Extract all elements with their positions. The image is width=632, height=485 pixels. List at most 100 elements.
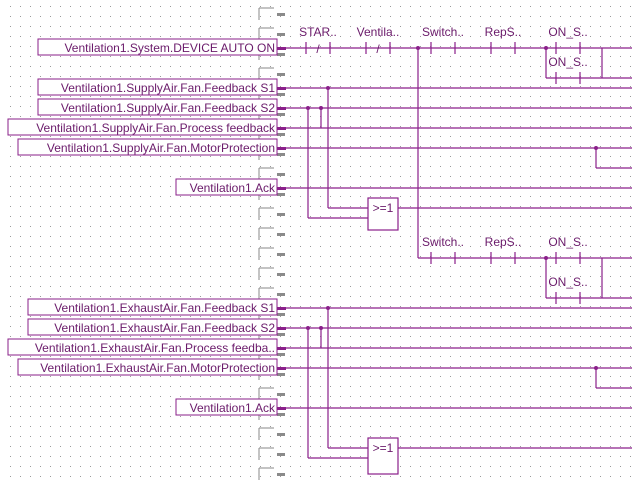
grid-dot <box>370 276 371 277</box>
grid-dot <box>330 176 331 177</box>
grid-dot <box>350 6 351 7</box>
grid-dot <box>340 66 341 67</box>
grid-dot <box>90 456 91 457</box>
grid-dot <box>520 316 521 317</box>
grid-dot <box>250 66 251 67</box>
grid-dot <box>560 36 561 37</box>
grid-dot <box>590 16 591 17</box>
grid-dot <box>250 356 251 357</box>
grid-dot <box>520 306 521 307</box>
grid-dot <box>230 176 231 177</box>
grid-dot <box>210 416 211 417</box>
grid-dot <box>310 156 311 157</box>
grid-dot <box>260 16 261 17</box>
grid-dot <box>500 66 501 67</box>
grid-dot <box>500 306 501 307</box>
grid-dot <box>120 416 121 417</box>
grid-dot <box>370 256 371 257</box>
pin-stub <box>277 213 285 216</box>
grid-dot <box>490 246 491 247</box>
grid-dot <box>560 26 561 27</box>
grid-dot <box>480 156 481 157</box>
grid-dot <box>250 216 251 217</box>
grid-dot <box>30 106 31 107</box>
grid-dot <box>530 116 531 117</box>
grid-dot <box>630 186 631 187</box>
grid-dot <box>590 326 591 327</box>
grid-dot <box>170 236 171 237</box>
grid-dot <box>420 456 421 457</box>
grid-dot <box>570 446 571 447</box>
grid-dot <box>100 166 101 167</box>
grid-dot <box>150 256 151 257</box>
grid-dot <box>610 336 611 337</box>
grid-dot <box>280 326 281 327</box>
grid-dot <box>540 276 541 277</box>
grid-dot <box>340 96 341 97</box>
grid-dot <box>600 296 601 297</box>
grid-dot <box>50 226 51 227</box>
grid-dot <box>380 306 381 307</box>
grid-dot <box>540 6 541 7</box>
grid-dot <box>260 136 261 137</box>
grid-dot <box>350 146 351 147</box>
grid-dot <box>470 86 471 87</box>
grid-dot <box>600 396 601 397</box>
grid-dot <box>590 276 591 277</box>
grid-dot <box>620 416 621 417</box>
grid-dot <box>30 276 31 277</box>
grid-dot <box>580 176 581 177</box>
grid-dot <box>130 286 131 287</box>
pin-stub <box>277 33 285 36</box>
grid-dot <box>550 276 551 277</box>
grid-dot <box>450 196 451 197</box>
grid-dot <box>70 436 71 437</box>
grid-dot <box>190 276 191 277</box>
grid-dot <box>450 206 451 207</box>
grid-dot <box>430 446 431 447</box>
grid-dot <box>340 136 341 137</box>
grid-dot <box>250 316 251 317</box>
grid-dot <box>70 476 71 477</box>
grid-dot <box>360 386 361 387</box>
grid-dot <box>190 116 191 117</box>
grid-dot <box>230 356 231 357</box>
grid-dot <box>30 196 31 197</box>
grid-dot <box>30 16 31 17</box>
grid-dot <box>120 246 121 247</box>
grid-dot <box>350 116 351 117</box>
grid-dot <box>610 106 611 107</box>
grid-dot <box>130 206 131 207</box>
grid-dot <box>450 326 451 327</box>
grid-dot <box>580 146 581 147</box>
grid-dot <box>70 266 71 267</box>
grid-dot <box>570 406 571 407</box>
grid-dot <box>120 6 121 7</box>
grid-dot <box>300 396 301 397</box>
grid-dot <box>250 26 251 27</box>
grid-dot <box>170 316 171 317</box>
grid-dot <box>410 376 411 377</box>
grid-dot <box>560 406 561 407</box>
grid-dot <box>440 336 441 337</box>
grid-dot <box>10 146 11 147</box>
grid-dot <box>290 426 291 427</box>
grid-dot <box>450 316 451 317</box>
grid-dot <box>620 286 621 287</box>
grid-dot <box>590 166 591 167</box>
grid-dot <box>600 226 601 227</box>
grid-dot <box>150 26 151 27</box>
grid-dot <box>590 426 591 427</box>
grid-dot <box>180 196 181 197</box>
grid-dot <box>380 46 381 47</box>
grid-dot <box>610 206 611 207</box>
grid-dot <box>250 116 251 117</box>
grid-dot <box>210 116 211 117</box>
grid-dot <box>320 426 321 427</box>
grid-dot <box>120 76 121 77</box>
grid-dot <box>260 286 261 287</box>
grid-dot <box>150 246 151 247</box>
grid-dot <box>600 56 601 57</box>
pin-stub <box>277 193 285 196</box>
grid-dot <box>500 446 501 447</box>
